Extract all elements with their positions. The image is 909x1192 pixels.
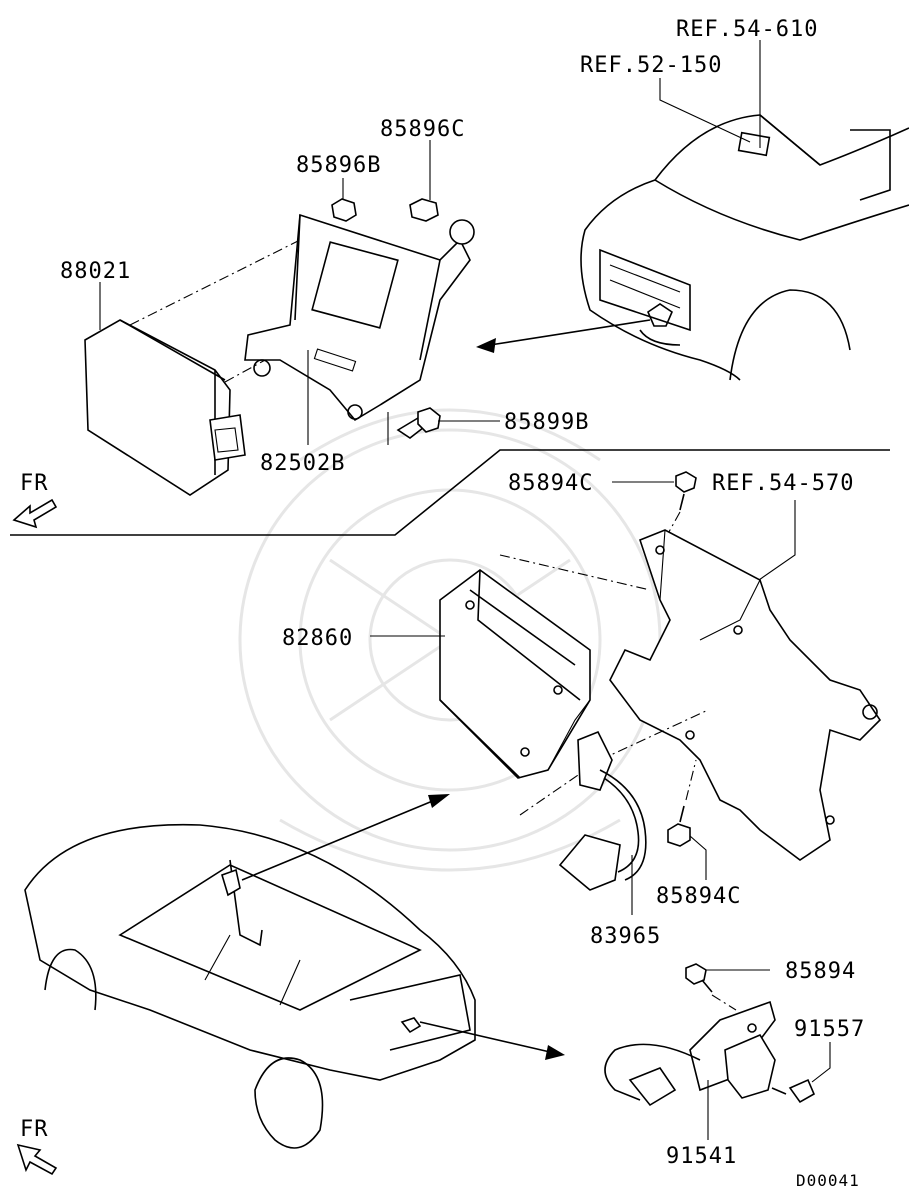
label-85896c: 85896C — [380, 117, 465, 142]
label-82860: 82860 — [282, 626, 353, 651]
label-91557: 91557 — [794, 1017, 865, 1042]
bolt-85899b — [396, 407, 441, 439]
label-85899b: 85899B — [504, 410, 589, 435]
radar-unit-88021 — [84, 319, 246, 496]
mounting-bracket — [609, 529, 882, 861]
label-83965: 83965 — [590, 924, 661, 949]
bracket-82502b — [244, 213, 475, 422]
screw-85894c-bottom — [667, 805, 691, 847]
label-85894c-bottom: 85894C — [656, 884, 741, 909]
label-ref-54-570: REF.54-570 — [712, 471, 854, 496]
label-fr-bottom: FR — [20, 1117, 49, 1142]
harness-83965 — [558, 730, 647, 891]
nut-85896c — [409, 198, 439, 222]
front-car-outline — [580, 114, 909, 381]
screw-85894c-top — [675, 471, 697, 511]
screw-85894 — [685, 963, 713, 993]
diagram-code: D00041 — [796, 1171, 860, 1187]
label-ref-54-610: REF.54-610 — [676, 17, 818, 42]
label-ref-52-150: REF.52-150 — [580, 53, 722, 78]
sensor-91541 — [604, 1000, 776, 1107]
section-divider — [10, 449, 890, 536]
nut-85896b — [331, 198, 357, 222]
label-85894c-top: 85894C — [508, 471, 593, 496]
label-fr-top: FR — [20, 471, 49, 496]
clip-91557 — [771, 1078, 816, 1104]
label-88021: 88021 — [60, 259, 131, 284]
fr-arrow-top-icon — [12, 498, 58, 529]
ecu-82860 — [439, 569, 591, 779]
rear-car-outline — [24, 823, 476, 1149]
label-91541: 91541 — [666, 1144, 737, 1169]
fr-arrow-bottom-icon — [16, 1143, 58, 1176]
label-85894: 85894 — [785, 959, 856, 984]
label-82502b: 82502B — [260, 451, 345, 476]
label-85896b: 85896B — [296, 153, 381, 178]
